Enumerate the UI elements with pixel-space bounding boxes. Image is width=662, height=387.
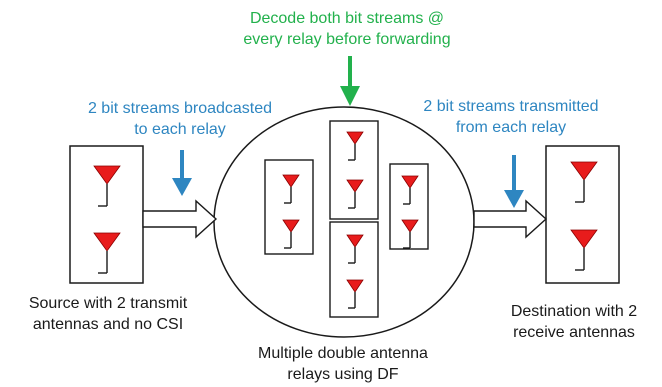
- destination-label-line1: Destination with 2: [510, 303, 638, 320]
- relays-label: Multiple double antenna relays using DF: [238, 343, 448, 385]
- destination-label-line2: receive antennas: [513, 324, 635, 341]
- source-label-line1: Source with 2 transmit: [28, 295, 188, 312]
- broadcast-label-line2: to each relay: [134, 121, 226, 138]
- broadcast-label-line1: 2 bit streams broadcasted: [87, 100, 273, 117]
- relays-to-destination-arrow: [473, 199, 548, 239]
- relays-label-line1: Multiple double antenna: [258, 345, 428, 362]
- relay-box-left: [264, 159, 314, 255]
- broadcast-label: 2 bit streams broadcasted to each relay: [60, 98, 300, 140]
- transmitted-arrow-head: [504, 190, 524, 208]
- relay-box-bottom: [329, 221, 379, 318]
- transmitted-label: 2 bit streams transmitted from each rela…: [391, 96, 631, 138]
- decode-arrow-head: [340, 86, 360, 106]
- transmitted-label-line2: from each relay: [455, 119, 567, 136]
- decode-label: Decode both bit streams @ every relay be…: [212, 8, 482, 50]
- destination-label: Destination with 2 receive antennas: [486, 301, 662, 343]
- broadcast-arrow-head: [172, 178, 192, 196]
- source-label-line2: antennas and no CSI: [32, 316, 184, 333]
- relays-label-line2: relays using DF: [287, 366, 399, 383]
- transmitted-label-line1: 2 bit streams transmitted: [423, 98, 599, 115]
- decode-label-line2: every relay before forwarding: [243, 31, 451, 48]
- source-to-relays-arrow: [142, 199, 218, 239]
- source-label: Source with 2 transmit antennas and no C…: [0, 293, 216, 335]
- decode-label-line1: Decode both bit streams @: [249, 10, 445, 27]
